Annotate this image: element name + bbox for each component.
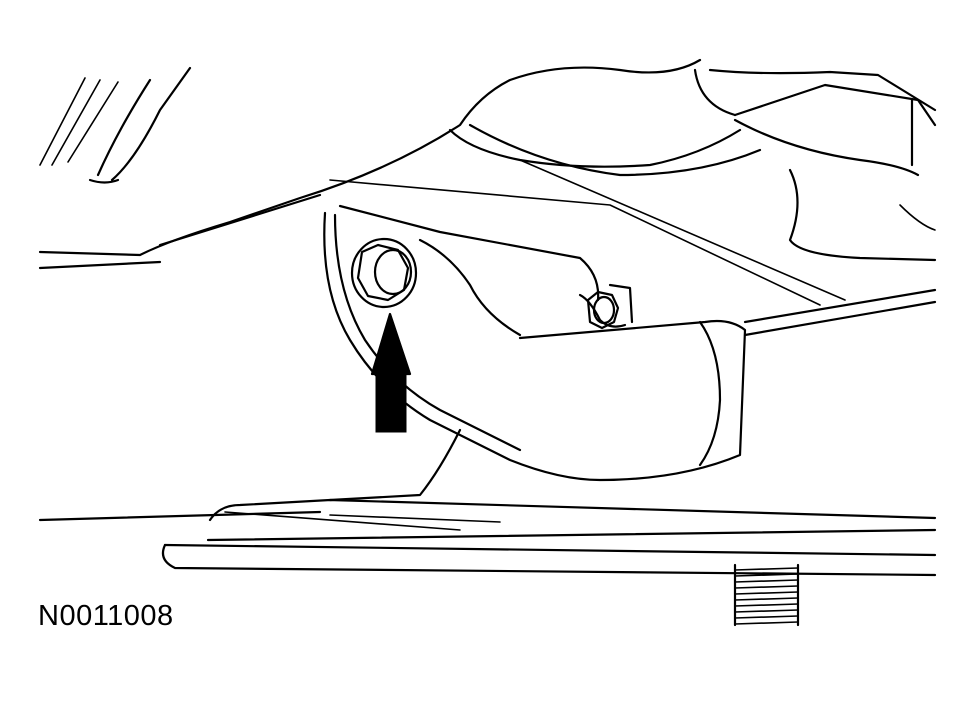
upper-housing xyxy=(38,58,937,270)
lower-plate xyxy=(38,498,937,577)
threaded-stud xyxy=(733,563,800,627)
bolt-head xyxy=(350,237,418,309)
figure-id-label: N0011008 xyxy=(38,600,174,632)
secondary-bolt xyxy=(586,290,620,330)
frame-lines xyxy=(329,159,937,337)
callout-arrow xyxy=(370,312,412,433)
right-upper-panel xyxy=(448,83,937,262)
